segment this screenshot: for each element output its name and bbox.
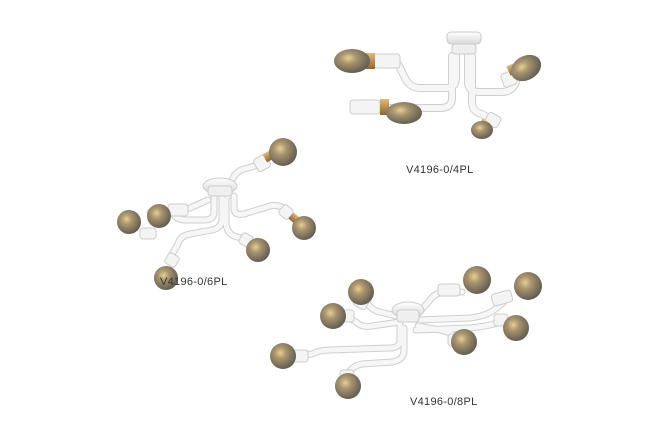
edison-bulb (348, 279, 374, 305)
edison-bulb (262, 138, 297, 166)
socket (437, 283, 461, 297)
arms-8pl (292, 288, 508, 378)
socket (349, 99, 381, 115)
arms-6pl (146, 160, 290, 262)
canopy-4pl (446, 31, 482, 55)
edison-bulb (147, 204, 171, 228)
fixture-4pl (334, 31, 542, 139)
edison-bulb (117, 210, 141, 234)
canopy-6pl (202, 177, 238, 197)
fixture-8pl (270, 266, 542, 399)
model-label-4pl: V4196-0/4PL (406, 164, 474, 176)
edison-bulb (514, 272, 542, 300)
edison-bulb (320, 303, 346, 329)
edison-bulb (451, 329, 477, 355)
fixture-6pl (117, 138, 316, 290)
edison-bulb (334, 49, 375, 73)
edison-bulb (154, 266, 178, 290)
model-label-6pl: V4196-0/6PL (160, 276, 228, 288)
edison-bulb (463, 266, 491, 294)
edison-bulb (471, 118, 493, 139)
socket (490, 289, 514, 307)
socket (373, 53, 401, 69)
edison-bulb (503, 315, 529, 341)
edison-bulb (380, 99, 422, 124)
canopy-8pl (391, 301, 425, 323)
edison-bulb (335, 373, 361, 399)
edison-bulb (270, 343, 296, 369)
socket (167, 203, 189, 217)
edison-bulb (506, 54, 542, 82)
socket (164, 252, 180, 268)
model-label-8pl: V4196-0/8PL (410, 396, 478, 408)
edison-bulb (246, 238, 270, 262)
edison-bulb (288, 212, 316, 240)
socket (139, 227, 157, 240)
arms-4pl (352, 48, 520, 124)
